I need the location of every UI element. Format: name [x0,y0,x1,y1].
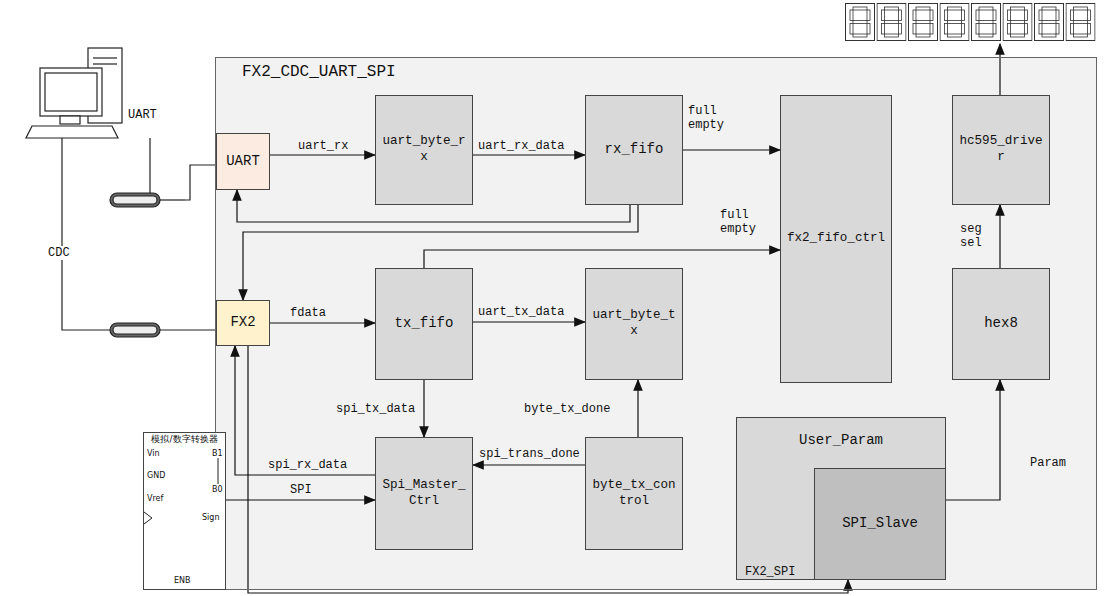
pin-name: GND [147,471,165,480]
box-label: hex8 [980,315,1022,333]
seven-segment-display [846,4,1096,41]
connector-arrow [424,250,780,268]
pin-name: Vin [147,449,160,458]
process-box: rx_fifo [585,95,683,205]
cables [62,138,216,337]
pin-name: B0 [212,485,223,494]
signal-label: byte_tx_done [524,402,610,416]
signal-label: seg sel [960,222,982,251]
connector-arrow [473,321,585,322]
box-label: hc595_driver [953,134,1049,165]
connector-arrow [946,380,1000,500]
connector-arrow [637,380,638,437]
signal-label: spi_trans_done [479,447,580,461]
box-label: tx_fifo [391,315,458,333]
box-label: User_Param [795,432,887,450]
pin-name: Sign [202,513,219,522]
bus-line [218,458,219,484]
connector-arrow [270,322,375,323]
signal-label: Param [1030,456,1066,470]
box-label: SPI_Slave [838,515,922,533]
signal-label: spi_tx_data [336,402,415,416]
module-ground [215,57,1097,590]
process-box: byte_tx_control [585,437,683,550]
connector-arrow [270,154,375,155]
signal-label: uart_rx [298,139,348,153]
process-box: User_ParamSPI_Slave [736,417,946,580]
process-box: uart_byte_rx [375,95,473,205]
connector-arrow [473,464,585,465]
connector-arrow [473,154,585,155]
connector-arrow [999,205,1000,268]
process-box: hc595_driver [952,95,1050,205]
process-box: UART [216,133,270,190]
box-label: byte_tx_control [586,478,682,509]
process-box: hex8 [952,268,1050,380]
process-box: SPI_Slave [814,468,946,580]
module-title: FX2_CDC_UART_SPI [242,62,396,82]
signal-label: spi_rx_data [268,458,347,472]
signal-label: uart_tx_data [478,305,564,319]
clock-triangle [144,512,152,524]
box-label: fx2_fifo_ctrl [783,231,889,247]
box-label: rx_fifo [601,141,668,159]
box-label: FX2 [226,314,259,332]
signal-label: fdata [290,306,326,320]
process-box: uart_byte_tx [585,268,683,380]
signal-label: uart_rx_data [478,139,564,153]
module-box: FX2_CDC_UART_SPIUARTuart_byte_rxrx_fifof… [215,57,1097,590]
signal-name: CDC [46,246,72,260]
signal-label: full empty [688,104,724,133]
signal-label: SPI [290,483,312,497]
pin-name: B1 [212,449,223,458]
process-box: fx2_fifo_ctrl [780,95,892,383]
signal-label: full empty [720,208,756,237]
pin-name: Vref [147,494,163,503]
process-box: Spi_Master_Ctrl [375,437,473,550]
display-arrow [999,44,1000,95]
computer-icon [26,48,122,138]
box-label: 模拟/数字转换器 [151,434,217,445]
box-label: uart_byte_tx [586,308,682,339]
process-box: tx_fifo [375,268,473,380]
box-label: Spi_Master_Ctrl [376,478,472,509]
box-label: UART [222,153,264,171]
connector-arrow [423,380,424,437]
connector-arrow [683,149,780,150]
pin-name: ENB [174,576,191,585]
signal-name: FX2_SPI [745,565,795,579]
process-box: FX2 [216,300,270,346]
signal-name: UART [126,108,159,122]
box-label: uart_byte_rx [376,134,472,165]
